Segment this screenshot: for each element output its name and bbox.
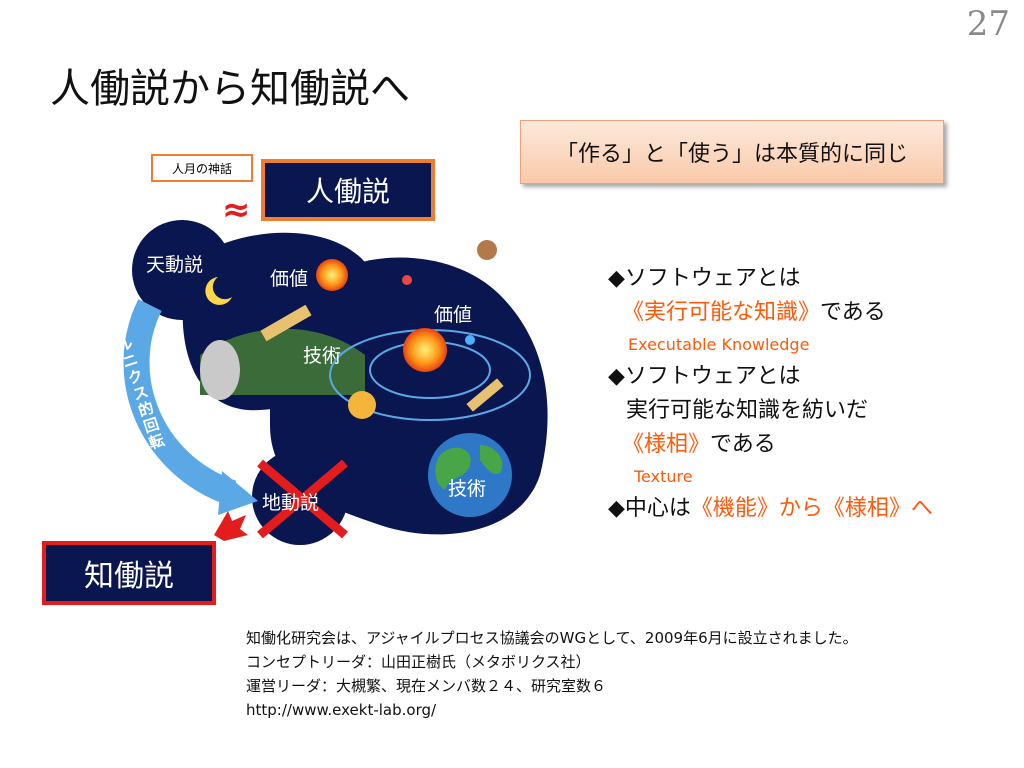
moon: [205, 277, 232, 305]
label-kachi-left: 価値: [270, 268, 309, 290]
bullet-2-line2: 実行可能な知識を紡いだ: [626, 398, 869, 423]
planet-left: [348, 391, 376, 419]
sun-left: [316, 259, 348, 291]
bullet-1: ◆ソフトウェアとは: [608, 266, 801, 291]
human-work-box: 人働説: [261, 159, 435, 221]
planet-blue: [465, 335, 475, 345]
sun-right: [403, 328, 447, 372]
label-gijutsu-left: 技術: [303, 345, 342, 367]
astronomer: [200, 340, 240, 400]
label-tendou: 天動説: [146, 254, 204, 276]
footer-line-3: 運営リーダ：大槻繁、現在メンバ数２４、研究室数６: [246, 677, 607, 695]
telescope-left: [260, 304, 312, 342]
bullet-2-suffix: である: [710, 432, 776, 457]
label-chidou: 地動説: [262, 492, 320, 514]
bullet-1-suffix: である: [820, 300, 886, 325]
telescope-right: [466, 378, 504, 412]
footer-info: 知働化研究会は、アジャイルプロセス協議会のWGとして、2009年6月に設立されま…: [246, 626, 858, 722]
planet-red: [402, 275, 412, 285]
bullet-1-note: Executable Knowledge: [628, 335, 810, 354]
copernicus-arrow-head: [218, 471, 258, 515]
bullet-2-highlight: 《様相》: [622, 432, 711, 457]
summary-box: 「作る」と「使う」は本質的に同じ: [520, 120, 944, 184]
footer-line-1: 知働化研究会は、アジャイルプロセス協議会のWGとして、2009年6月に設立されま…: [246, 629, 858, 647]
knowledge-work-box: 知働説: [42, 541, 216, 605]
arrow-to-knowledge: [214, 511, 248, 541]
bullet-2-note: Texture: [634, 467, 693, 486]
hill: [200, 328, 365, 395]
copernicus-arrow: [123, 299, 237, 506]
label-kachi-right: 価値: [434, 304, 473, 326]
bullet-2: ◆ソフトウェアとは: [608, 364, 801, 389]
bullet-3: ◆中心は: [608, 496, 691, 521]
page-number: 27: [966, 4, 1010, 44]
mythical-man-month-tag: 人月の神話: [151, 154, 253, 182]
slide-title: 人働説から知働説へ: [50, 66, 410, 112]
approx-icon: ≈: [222, 190, 251, 230]
cosmos-illustration: [123, 220, 548, 545]
bullet-list: ◆ソフトウェアとは 《実行可能な知識》である Executable Knowle…: [608, 262, 933, 526]
bullet-3-highlight: 《機能》から《様相》へ: [690, 496, 933, 521]
footer-url[interactable]: http://www.exekt-lab.org/: [246, 701, 437, 719]
bullet-1-highlight: 《実行可能な知識》: [622, 300, 821, 325]
label-gijutsu-right: 技術: [448, 478, 487, 500]
footer-line-2: コンセプトリーダ：山田正樹氏（メタボリクス社）: [246, 653, 591, 671]
planet-top: [477, 240, 497, 260]
